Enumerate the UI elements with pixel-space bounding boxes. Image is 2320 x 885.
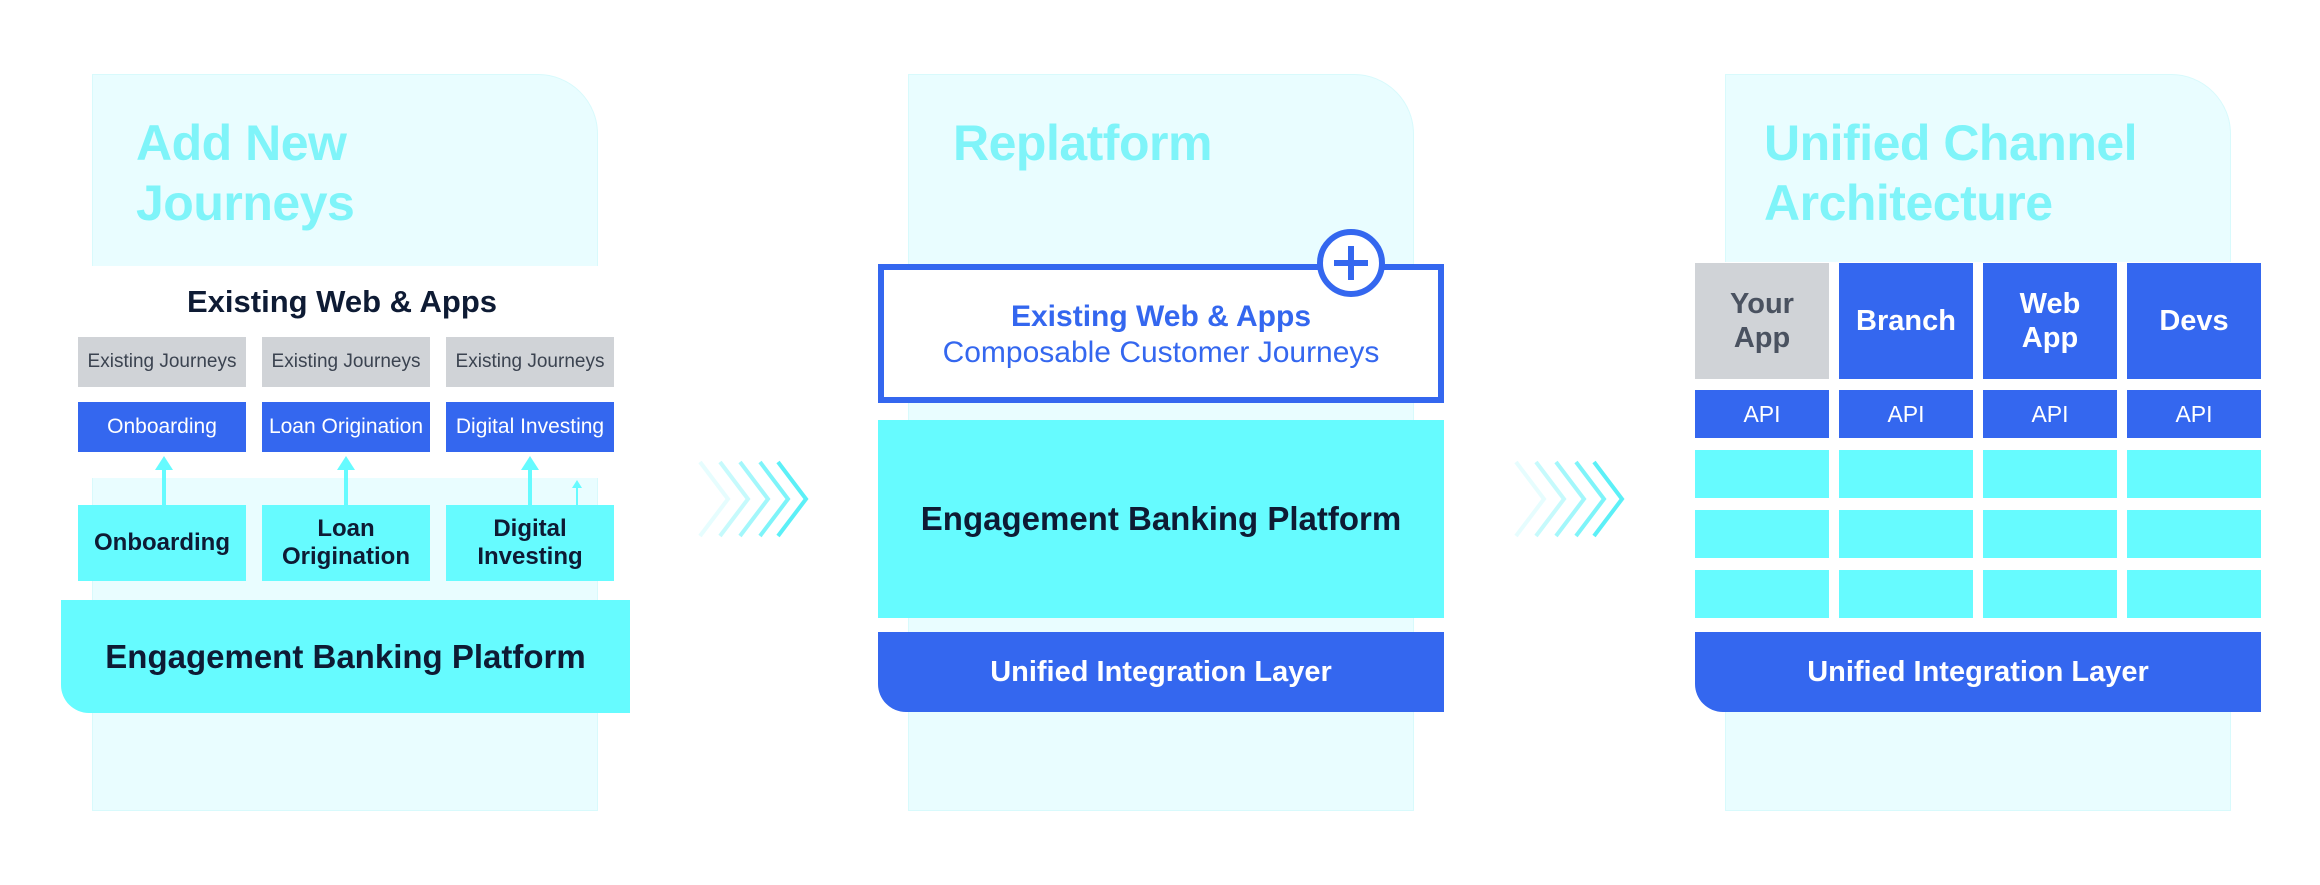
panel2-platform: Engagement Banking Platform xyxy=(878,420,1444,618)
panel3-title: Unified Channel Architecture xyxy=(1764,113,2224,233)
module-label: Investing xyxy=(477,543,583,570)
module-label: Digital xyxy=(493,515,567,542)
panel2-subheading: Composable Customer Journeys xyxy=(942,336,1380,369)
api-cell: API xyxy=(1839,390,1973,438)
panel3-title-line1: Unified Channel xyxy=(1764,115,2138,171)
new-journey-onboarding: Onboarding xyxy=(78,402,246,452)
panel2-integration-layer: Unified Integration Layer xyxy=(878,632,1444,712)
api-cell: API xyxy=(1695,390,1829,438)
panel3-integration-layer: Unified Integration Layer xyxy=(1695,632,2261,712)
arrow-up-icon xyxy=(572,480,582,488)
module-label: Origination xyxy=(282,543,410,570)
panel2-heading: Existing Web & Apps xyxy=(1010,300,1312,333)
platform-grid-cell xyxy=(1839,570,1973,618)
existing-journey-box: Existing Journeys xyxy=(78,337,246,387)
chevron-right-icon xyxy=(698,460,809,538)
platform-grid-cell xyxy=(1839,450,1973,498)
panel3-title-line2: Architecture xyxy=(1764,175,2053,231)
platform-grid-cell xyxy=(1983,570,2117,618)
channel-label: Web xyxy=(2019,288,2081,320)
existing-journey-box: Existing Journeys xyxy=(446,337,614,387)
plus-circle-icon xyxy=(1317,229,1385,297)
channel-devs: Devs xyxy=(2127,263,2261,379)
platform-grid-cell xyxy=(1695,570,1829,618)
panel1-title-line2: Journeys xyxy=(136,175,355,231)
arrow-up-icon xyxy=(521,456,539,470)
platform-grid-cell xyxy=(2127,510,2261,558)
panel1-platform: Engagement Banking Platform xyxy=(61,600,630,713)
platform-grid-cell xyxy=(2127,570,2261,618)
arrow-up-icon xyxy=(155,456,173,470)
panel1-title-line1: Add New xyxy=(136,115,347,171)
panel2-title: Replatform xyxy=(953,115,1212,171)
channel-label: Devs xyxy=(2159,305,2229,337)
new-journey-loan-origination: Loan Origination xyxy=(262,402,430,452)
platform-grid-cell xyxy=(2127,450,2261,498)
panel1-title: Add New Journeys xyxy=(136,113,556,233)
api-cell: API xyxy=(2127,390,2261,438)
panel2-existing-apps-text: Existing Web & Apps Composable Customer … xyxy=(884,290,1438,380)
channel-label: Your xyxy=(1730,288,1794,320)
channel-branch: Branch xyxy=(1839,263,1973,379)
new-journey-digital-investing: Digital Investing xyxy=(446,402,614,452)
channel-label: Branch xyxy=(1856,305,1956,337)
platform-grid-cell xyxy=(1839,510,1973,558)
arrow-up-icon xyxy=(337,456,355,470)
module-label: Loan xyxy=(317,515,375,542)
module-onboarding: Onboarding xyxy=(78,505,246,581)
panel1-heading: Existing Web & Apps xyxy=(186,284,498,319)
platform-grid-cell xyxy=(1983,450,2117,498)
existing-journey-box: Existing Journeys xyxy=(262,337,430,387)
module-label: Onboarding xyxy=(94,529,230,556)
platform-grid-cell xyxy=(1695,510,1829,558)
channel-label: App xyxy=(2021,322,2079,354)
chevron-right-icon xyxy=(1514,460,1625,538)
up-arrows xyxy=(155,456,582,510)
platform-grid-cell xyxy=(1983,510,2117,558)
platform-grid-cell xyxy=(1695,450,1829,498)
api-cell: API xyxy=(1983,390,2117,438)
channel-label: App xyxy=(1733,322,1791,354)
